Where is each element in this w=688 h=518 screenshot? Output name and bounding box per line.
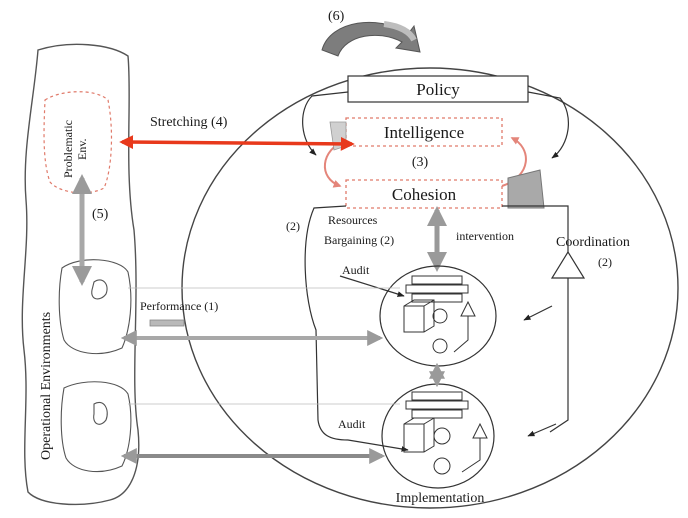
- cohesion-box: [345, 179, 503, 209]
- audit-upper-arrow: [339, 275, 405, 297]
- stretching-label: Stretching (4): [150, 115, 228, 130]
- unit-upper-side: [453, 316, 469, 353]
- unit-upper-loop-1: [432, 308, 448, 324]
- unit-lower-side: [461, 438, 481, 473]
- cohesion-shade-right: [507, 169, 545, 209]
- cohesion-label: Cohesion: [392, 185, 457, 204]
- coordination-triangle: [550, 250, 586, 279]
- audit-lower-label: Audit: [338, 417, 366, 431]
- coordination-arrow-upper: [523, 305, 553, 321]
- problematic-env-region: [43, 91, 113, 194]
- policy-box: [347, 75, 529, 103]
- operational-subregion-upper: [58, 259, 132, 355]
- intelligence-shade-left: [329, 121, 347, 151]
- problematic-env-label: Problematic Env.: [61, 117, 89, 178]
- resources-label: Resources: [328, 213, 378, 227]
- unit-upper-cube: [403, 299, 435, 333]
- left-audit-loop: [304, 205, 409, 452]
- policy-right-loop: [527, 91, 569, 159]
- self-reference-arrow: [321, 21, 421, 57]
- unit-lower-stack-1: [411, 391, 463, 401]
- intelligence-label: Intelligence: [384, 123, 464, 142]
- label-5: (5): [92, 207, 109, 222]
- unit-lower-cube: [403, 417, 435, 453]
- label-3: (3): [412, 155, 429, 170]
- coordination-down-line: [549, 278, 569, 433]
- performance-label: Performance (1): [140, 299, 218, 313]
- unit-upper-stack-1: [411, 275, 463, 285]
- label-2-right: (2): [598, 255, 612, 269]
- audit-upper-label: Audit: [342, 263, 370, 277]
- coordination-link: [502, 205, 569, 252]
- unit-lower-stack-2: [405, 400, 469, 410]
- unit-lower-triangle: [472, 422, 488, 439]
- unit-lower-loop-2: [433, 457, 451, 475]
- coordination-label: Coordination: [556, 235, 630, 250]
- operational-subregion-lower: [60, 381, 132, 473]
- unit-lower-stack-3: [411, 409, 463, 419]
- bargaining-label: Bargaining (2): [324, 233, 394, 247]
- operational-environment-shape: [21, 43, 140, 506]
- label-6: (6): [328, 9, 345, 24]
- unit-upper-stack-2: [405, 284, 469, 294]
- implementation-label: Implementation: [396, 491, 485, 506]
- coordination-arrow-lower: [527, 423, 557, 437]
- operational-environments-label: Operational Environments: [39, 312, 54, 460]
- intervention-label: intervention: [456, 229, 514, 243]
- performance-bar: [149, 319, 185, 327]
- unit-lower-loop-1: [433, 427, 451, 445]
- intelligence-box: [345, 117, 503, 147]
- unit-upper-loop-2: [432, 338, 448, 354]
- self-reference-arrow-light: [383, 21, 417, 42]
- unit-upper-triangle: [460, 300, 476, 317]
- stretching-arrow: [119, 135, 355, 151]
- policy-label: Policy: [416, 80, 460, 99]
- operational-unit-upper: [379, 265, 497, 367]
- unit-upper-stack-3: [411, 293, 463, 303]
- label-2-left: (2): [286, 219, 300, 233]
- operational-blob-loop-upper: [91, 279, 108, 300]
- operational-blob-loop-lower: [93, 402, 108, 425]
